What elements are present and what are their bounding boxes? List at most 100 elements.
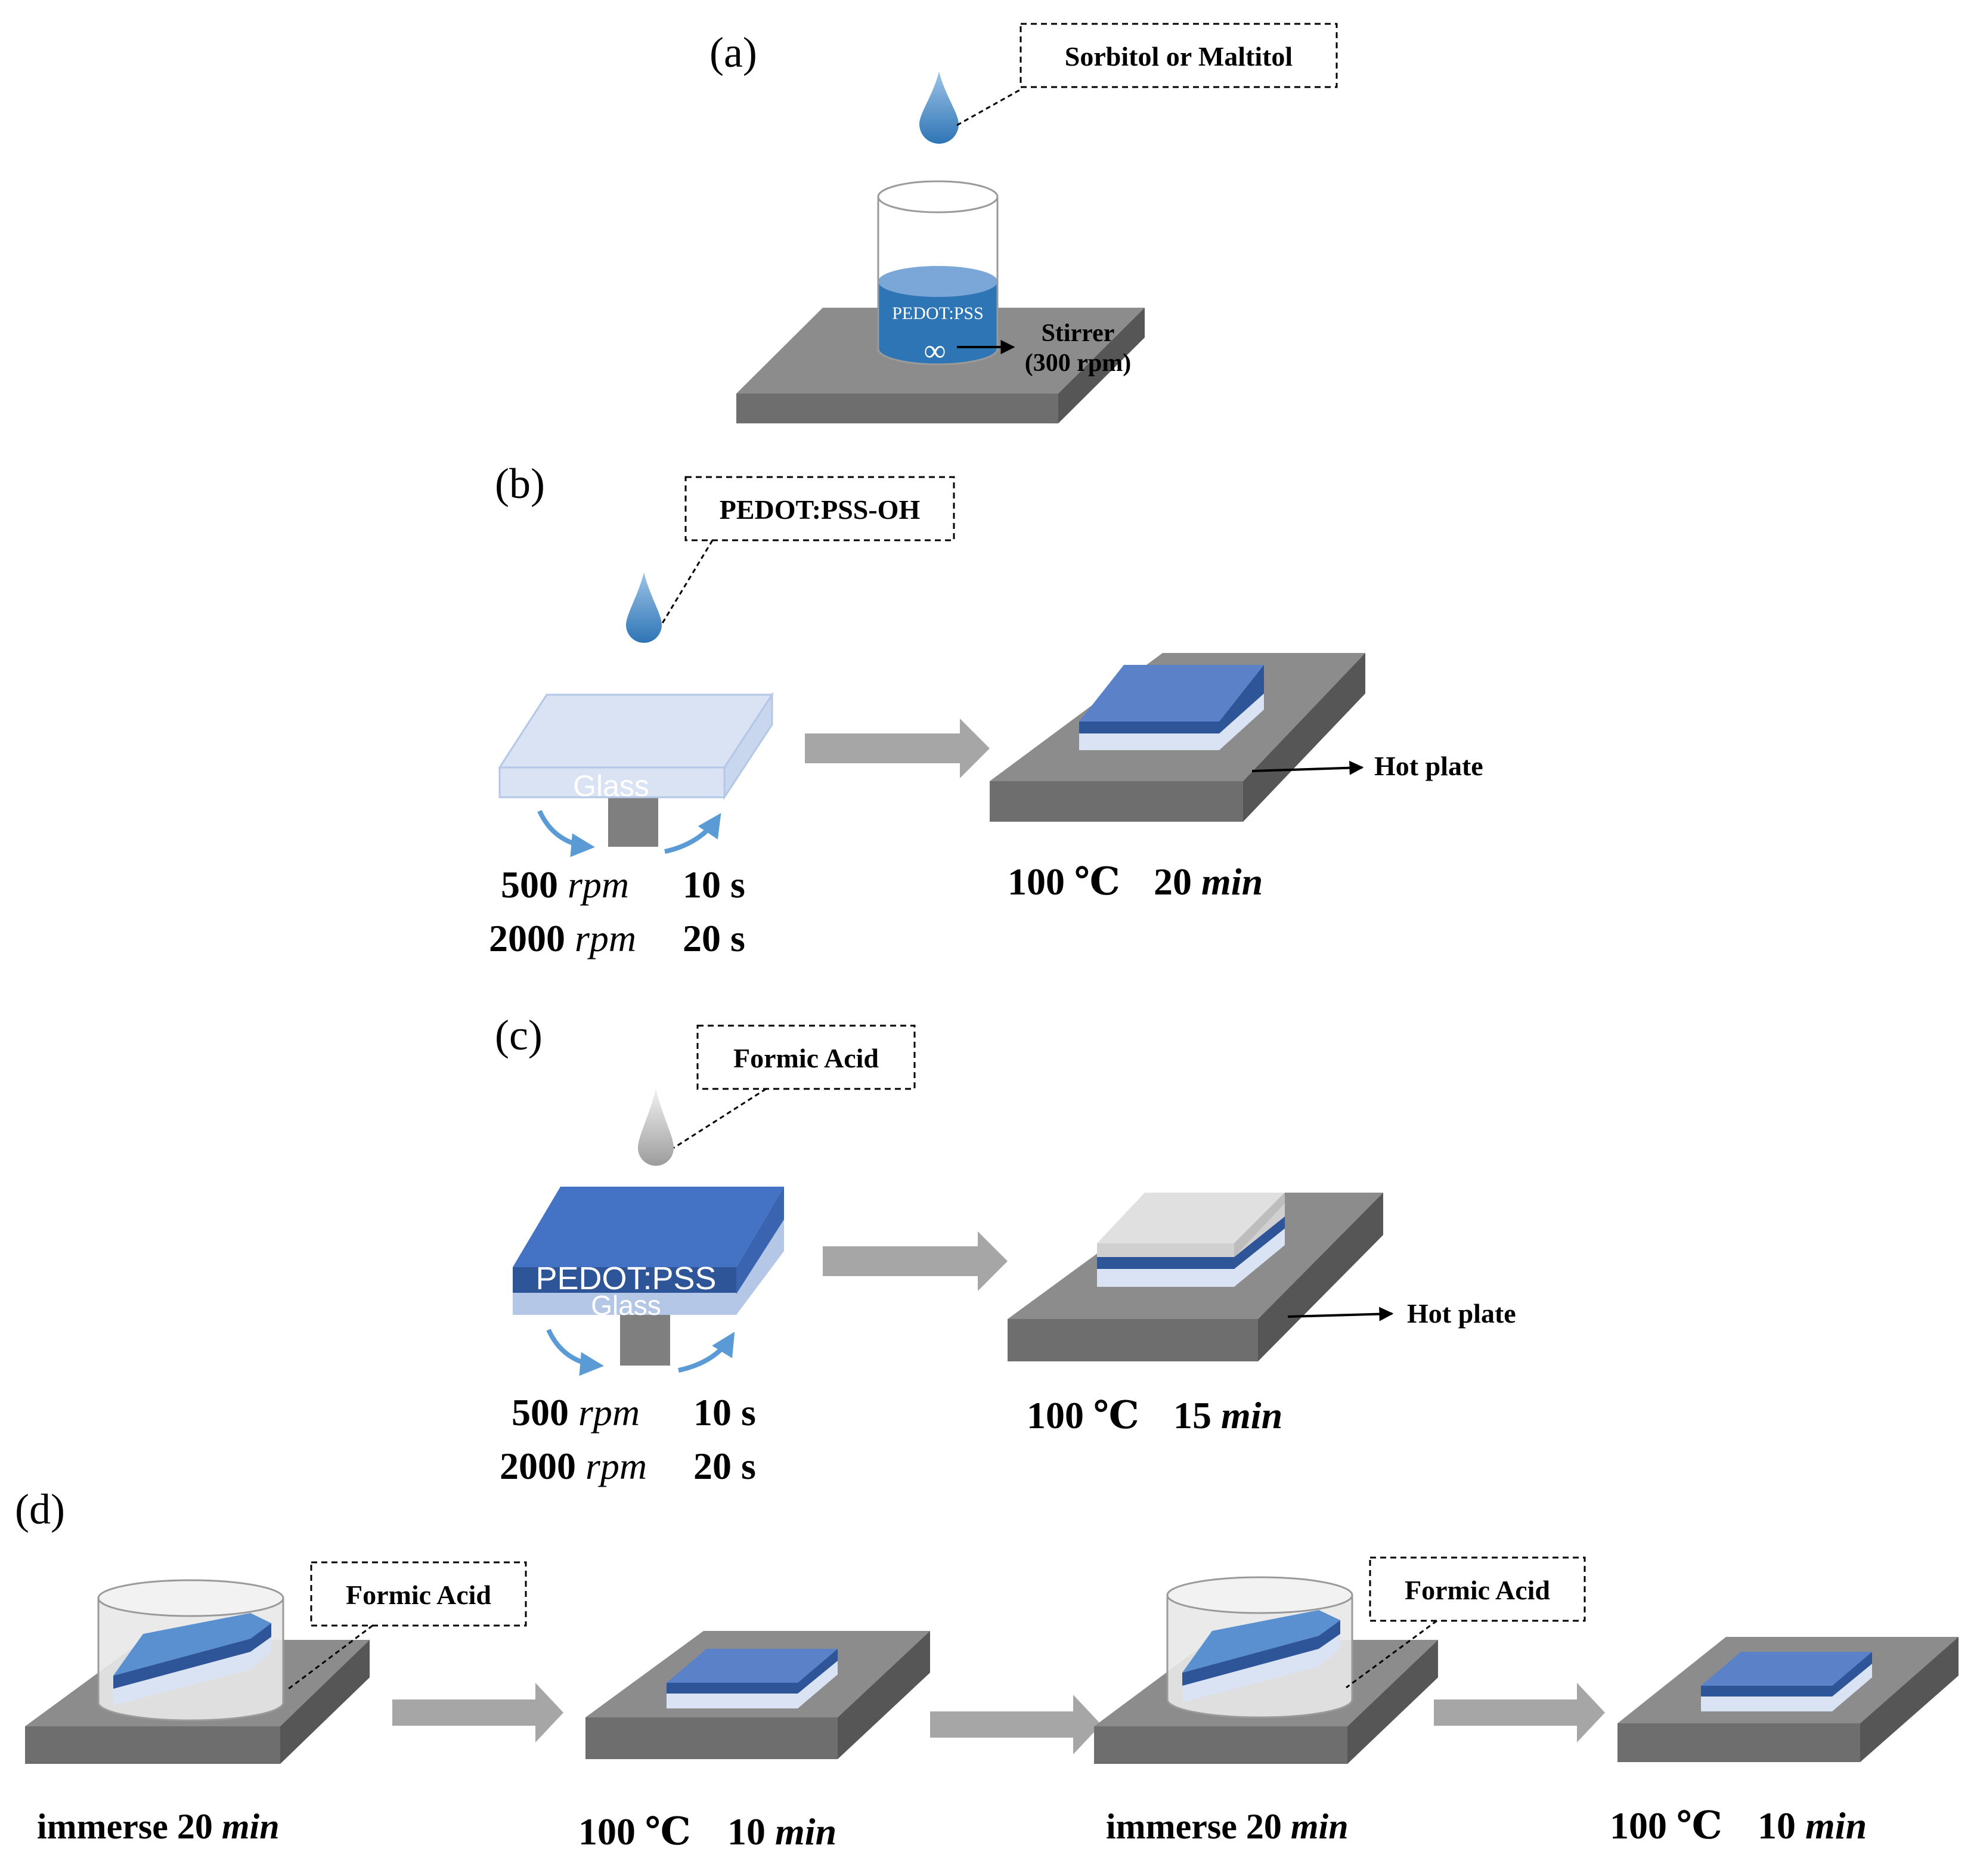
- spin-step1-speed: 500: [512, 1391, 569, 1434]
- spin-step1-unit: rpm: [578, 1391, 640, 1434]
- droplet-icon: [626, 572, 662, 643]
- hotplate-label: Hot plate: [1374, 751, 1483, 781]
- svg-text:100 ℃: 100 ℃: [1008, 860, 1120, 903]
- svg-text:immerse 20 min: immerse 20 min: [37, 1807, 280, 1846]
- stirrer-speed: (300 rpm): [1025, 349, 1131, 377]
- step4-time-unit: min: [1805, 1804, 1867, 1847]
- film-label: PEDOT:PSS: [535, 1261, 716, 1296]
- svg-text:2000 rpm: 2000 rpm: [489, 917, 636, 959]
- callout-leader: [659, 540, 714, 627]
- bath2-label: Formic Acid: [1405, 1575, 1550, 1605]
- spin-step1-time: 10 s: [683, 863, 745, 906]
- stir-bar-icon: ∞: [924, 334, 946, 368]
- substrate-label: Glass: [591, 1290, 661, 1321]
- process-arrow: [1434, 1683, 1605, 1742]
- hotplate-pointer: [1287, 1307, 1394, 1321]
- hotplate-label: Hot plate: [1407, 1298, 1516, 1329]
- svg-text:20 min: 20 min: [1154, 860, 1263, 903]
- substrate-label: Glass: [573, 769, 649, 803]
- process-arrow: [930, 1695, 1101, 1754]
- svg-text:immerse 20 min: immerse 20 min: [1106, 1807, 1349, 1846]
- panel-c: (c) Formic Acid PEDOT:PSS Glass 500 rpm …: [495, 1011, 1516, 1487]
- spin-step2-speed: 2000: [500, 1445, 576, 1487]
- drop-callout-box: [684, 476, 955, 541]
- svg-text:100 ℃: 100 ℃: [1610, 1804, 1722, 1847]
- drop-callout-box: [696, 1024, 916, 1090]
- droplet-icon: [638, 1088, 674, 1166]
- svg-text:2000 rpm: 2000 rpm: [500, 1445, 647, 1487]
- hotplate-pointer: [1251, 760, 1364, 775]
- step4-time-value: 10: [1758, 1804, 1796, 1847]
- spin-step1-unit: rpm: [568, 863, 629, 906]
- callout-leader: [286, 1624, 373, 1692]
- spin-parameters: 500 rpm 10 s 2000 rpm 20 s: [489, 863, 745, 959]
- callout-leader: [956, 88, 1021, 126]
- panel-b: (b) PEDOT:PSS-OH Glass 500 rpm 10 s 2000…: [489, 460, 1483, 959]
- svg-text:100 ℃: 100 ℃: [578, 1810, 691, 1853]
- panel-a-label: (a): [709, 29, 757, 76]
- spin-step2-unit: rpm: [575, 917, 636, 959]
- panel-c-label: (c): [495, 1011, 543, 1059]
- bath1-callout-box: [310, 1561, 527, 1627]
- spin-coater: [513, 1187, 784, 1366]
- stirrer-label: Stirrer: [1042, 320, 1115, 347]
- panel-d: (d) Formic Acid immerse 20 min 100: [15, 1485, 1959, 1853]
- process-arrow: [823, 1231, 1008, 1291]
- svg-text:10 min: 10 min: [727, 1810, 836, 1853]
- step3-text: immerse 20: [1106, 1807, 1282, 1846]
- hot-plate-d2: [1617, 1637, 1959, 1762]
- beaker: [877, 180, 999, 366]
- anneal-time-unit: min: [1221, 1394, 1282, 1437]
- immersion-bath-2: [1094, 1576, 1438, 1764]
- callout-leader: [1346, 1620, 1437, 1689]
- hot-plate-d1: [585, 1631, 930, 1759]
- anneal-temp: 100 ℃: [1008, 860, 1120, 903]
- immersion-bath-1: [25, 1579, 370, 1764]
- step1-unit: min: [222, 1807, 280, 1846]
- panel-b-label: (b): [495, 460, 545, 507]
- svg-text:100 ℃: 100 ℃: [1027, 1394, 1139, 1437]
- svg-text:500 rpm: 500 rpm: [501, 863, 629, 906]
- spin-curve-right-icon: [678, 1332, 735, 1373]
- svg-text:500 rpm: 500 rpm: [512, 1391, 640, 1434]
- spin-coater: [498, 691, 774, 847]
- stirrer-plate-side: [1058, 308, 1145, 423]
- spin-curve-left-icon: [537, 810, 595, 857]
- step2-time-unit: min: [775, 1810, 836, 1853]
- coated-film: [1079, 665, 1264, 750]
- bath1-label: Formic Acid: [346, 1580, 491, 1610]
- stirrer-plate-front: [736, 394, 1058, 423]
- anneal-time-unit: min: [1201, 860, 1263, 903]
- additive-callout-box: [1020, 23, 1338, 88]
- step2-time-value: 10: [727, 1810, 766, 1853]
- process-arrow: [805, 719, 990, 778]
- step3-unit: min: [1291, 1807, 1349, 1846]
- spin-step2-unit: rpm: [585, 1445, 647, 1487]
- additive-label: Sorbitol or Maltitol: [1065, 41, 1293, 72]
- anneal-time-value: 20: [1154, 860, 1192, 903]
- spin-step1-speed: 500: [501, 863, 558, 906]
- drop-label: Formic Acid: [733, 1043, 879, 1073]
- anneal-temp: 100 ℃: [1027, 1394, 1139, 1437]
- step1-text: immerse 20: [37, 1807, 213, 1846]
- step4-temp: 100 ℃: [1610, 1804, 1722, 1847]
- spin-step2-speed: 2000: [489, 917, 565, 959]
- svg-text:15 min: 15 min: [1173, 1394, 1282, 1437]
- process-arrow: [392, 1683, 563, 1742]
- spin-step2-time: 20 s: [683, 917, 745, 959]
- panel-a: (a) Sorbitol or Maltitol PEDOT:PSS ∞ Sti…: [709, 23, 1338, 423]
- anneal-time-value: 15: [1173, 1394, 1211, 1437]
- spin-step2-time: 20 s: [693, 1445, 756, 1487]
- solution-label: PEDOT:PSS: [892, 304, 984, 323]
- svg-text:10 min: 10 min: [1758, 1804, 1867, 1847]
- treated-film: [1097, 1193, 1285, 1287]
- panel-d-label: (d): [15, 1485, 65, 1533]
- step2-temp: 100 ℃: [578, 1810, 691, 1853]
- spin-curve-left-icon: [546, 1329, 604, 1376]
- spin-curve-right-icon: [664, 813, 721, 854]
- spin-step1-time: 10 s: [693, 1391, 756, 1434]
- drop-label: PEDOT:PSS-OH: [720, 494, 921, 525]
- droplet-icon: [919, 72, 959, 144]
